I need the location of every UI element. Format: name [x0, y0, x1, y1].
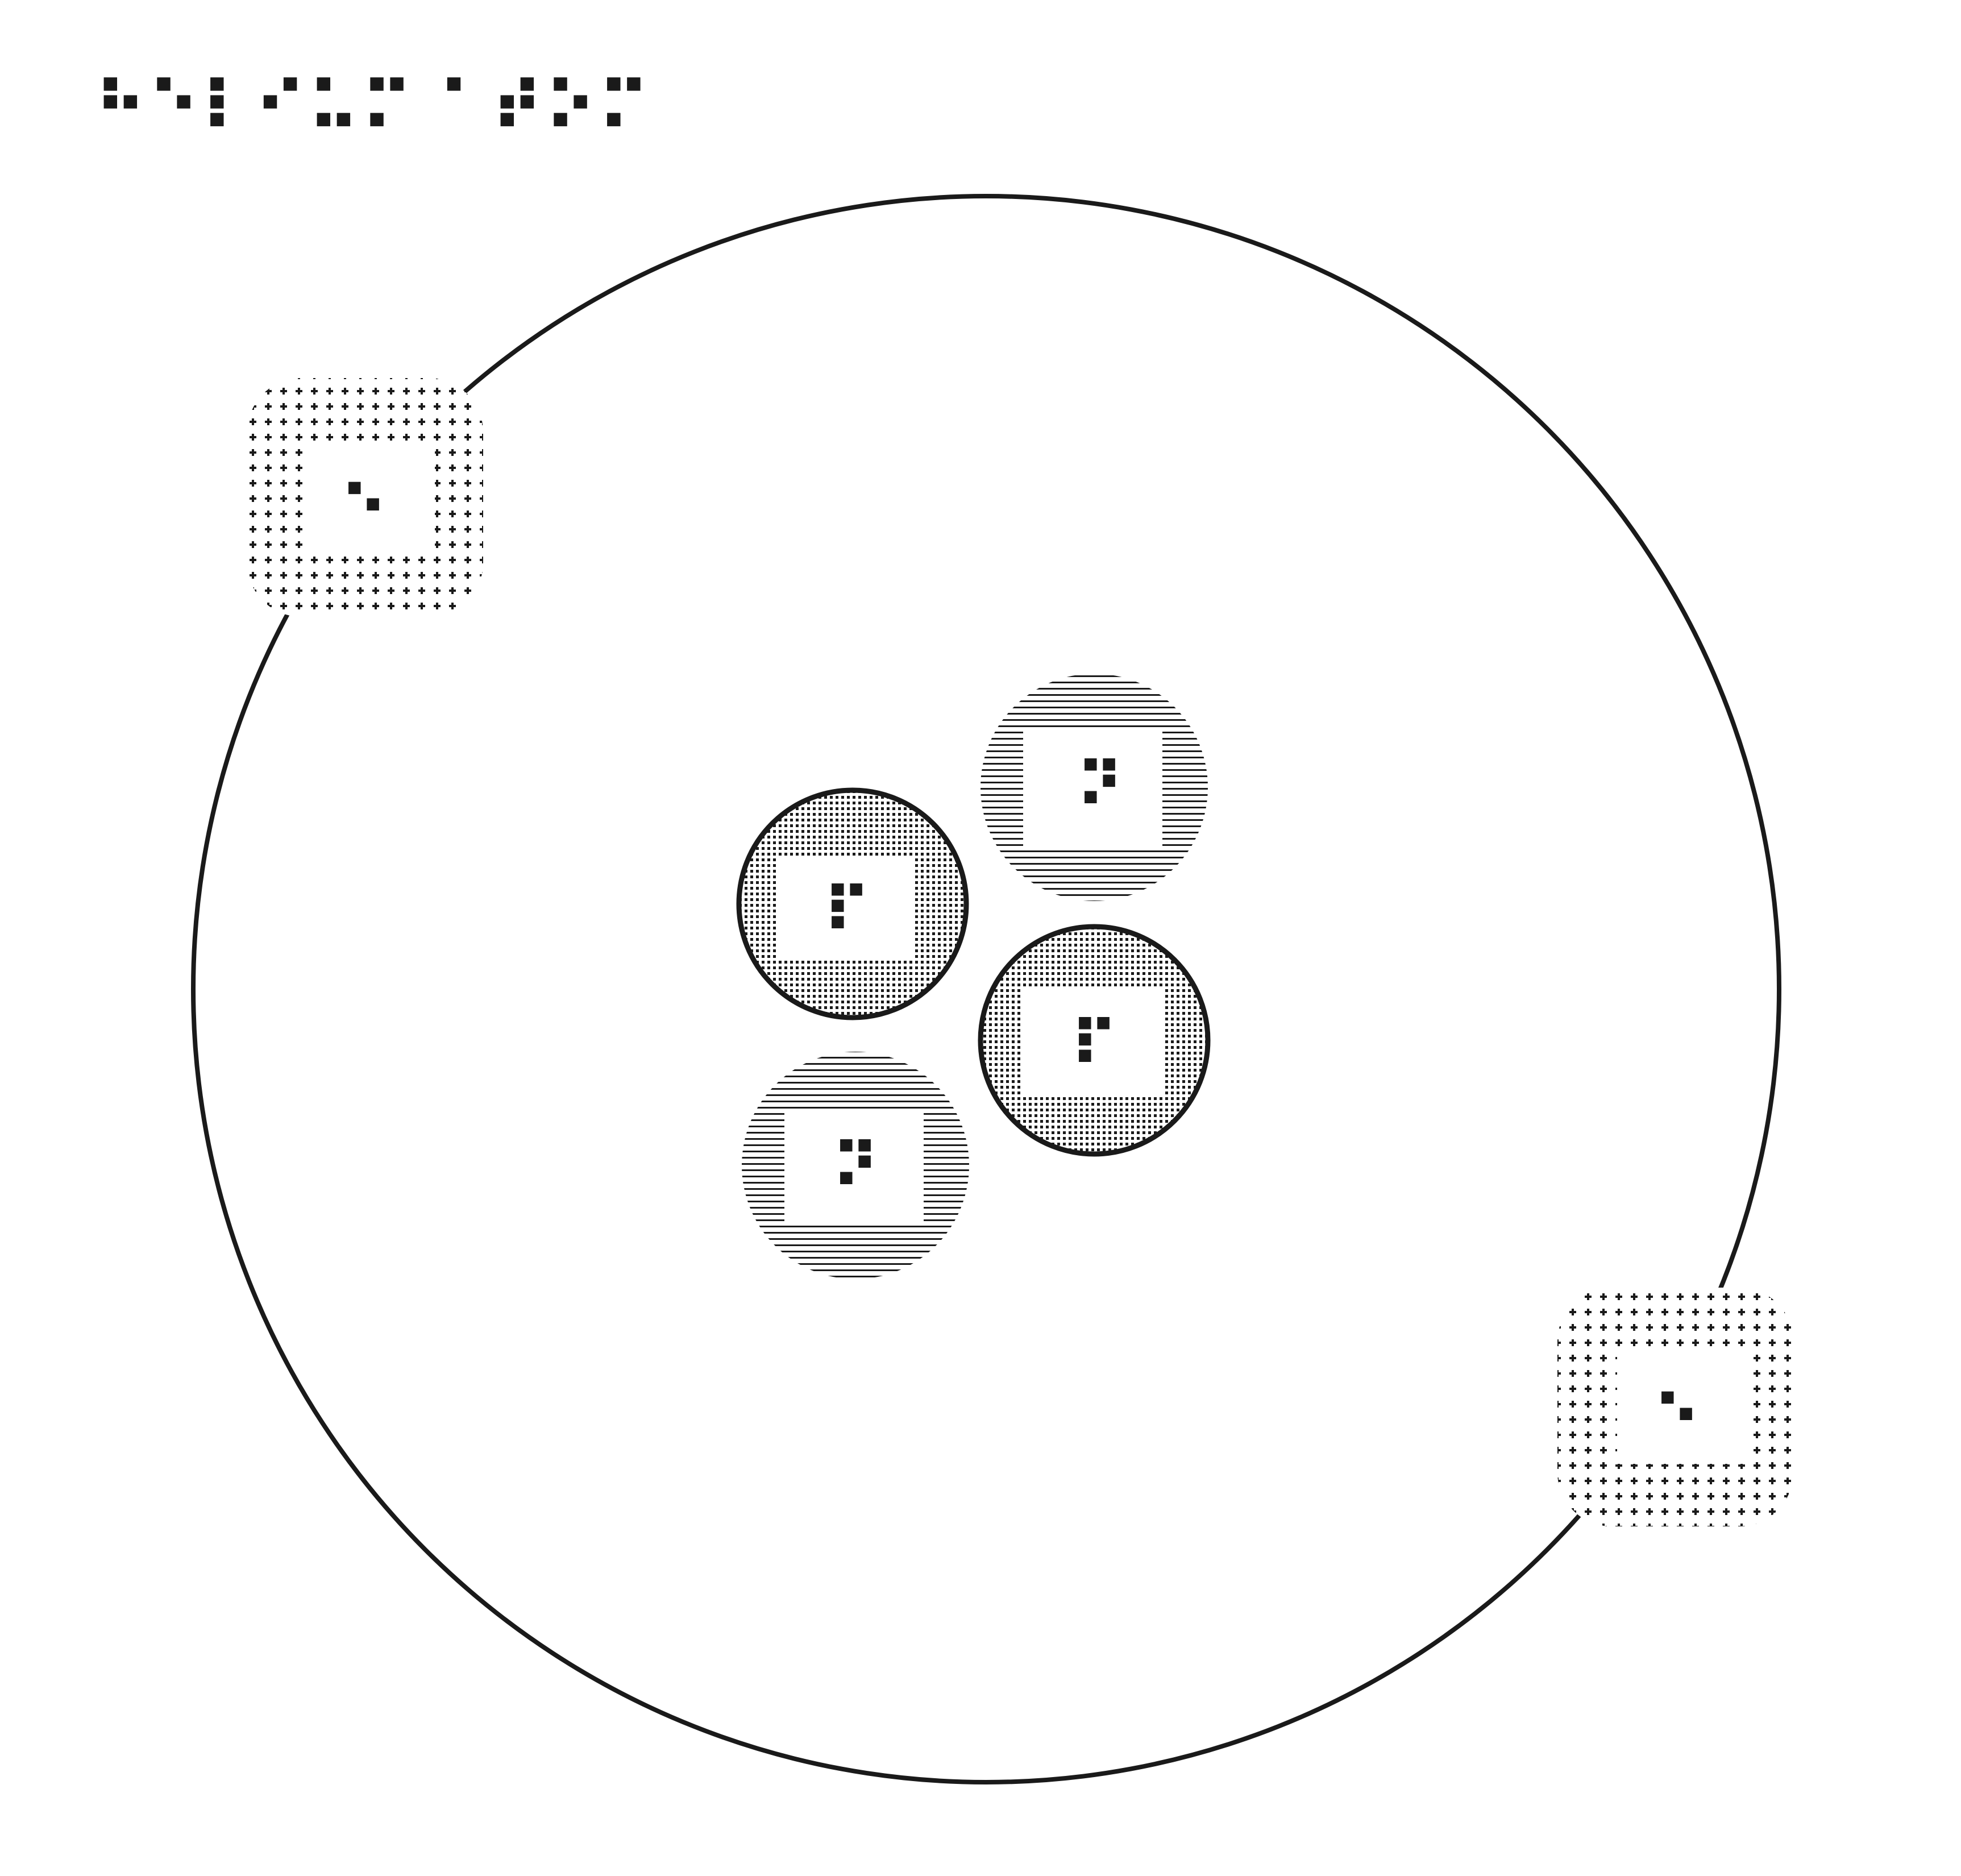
proton-particle: ⠏ [736, 787, 969, 1020]
electron-particle: ⠢ [247, 378, 483, 617]
proton-label: ⠏ [1070, 1008, 1119, 1081]
neutron-particle: ⠝ [742, 1052, 969, 1279]
electron-particle: ⠢ [1557, 1288, 1793, 1526]
proton-particle: ⠏ [978, 924, 1211, 1157]
electron-label: ⠢ [339, 456, 388, 529]
electron-label: ⠢ [1652, 1366, 1701, 1439]
electron-orbit [191, 194, 1781, 1784]
proton-label: ⠏ [822, 874, 871, 947]
neutron-label: ⠝ [831, 1130, 880, 1203]
neutron-label: ⠝ [1075, 749, 1124, 822]
page-title: ⠓⠑⠇⠊⠥⠍ ⠁⠞⠕⠍ [94, 68, 650, 147]
neutron-particle: ⠝ [980, 674, 1208, 901]
nucleus: ⠏ ⠝ ⠏ ⠝ [736, 674, 1211, 1279]
